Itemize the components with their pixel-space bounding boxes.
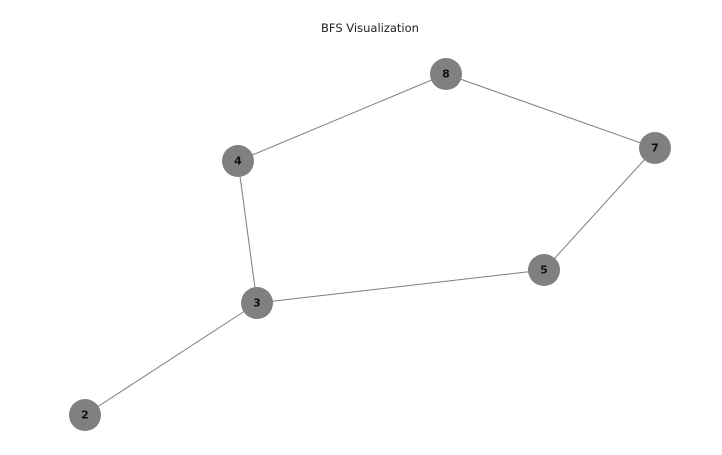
node-5: 5 bbox=[528, 254, 560, 286]
node-4: 4 bbox=[222, 145, 254, 177]
node-label-3: 3 bbox=[253, 297, 261, 310]
node-label-8: 8 bbox=[442, 68, 450, 81]
edge-8-7 bbox=[445, 73, 656, 149]
edge-3-5 bbox=[256, 269, 545, 304]
node-circle-7 bbox=[639, 132, 671, 164]
node-label-4: 4 bbox=[234, 155, 242, 168]
node-circle-3 bbox=[241, 287, 273, 319]
node-label-2: 2 bbox=[81, 409, 89, 422]
node-8: 8 bbox=[430, 58, 462, 90]
node-circle-2 bbox=[69, 399, 101, 431]
node-layer: 8 4 7 5 3 2 bbox=[69, 58, 671, 431]
edge-8-4 bbox=[237, 73, 447, 162]
node-label-7: 7 bbox=[651, 142, 659, 155]
node-circle-4 bbox=[222, 145, 254, 177]
edge-layer bbox=[84, 73, 656, 416]
node-3: 3 bbox=[241, 287, 273, 319]
node-7: 7 bbox=[639, 132, 671, 164]
edge-4-3 bbox=[237, 160, 258, 304]
node-circle-8 bbox=[430, 58, 462, 90]
chart-title: BFS Visualization bbox=[321, 21, 419, 35]
node-2: 2 bbox=[69, 399, 101, 431]
edge-3-2 bbox=[84, 302, 258, 416]
node-label-5: 5 bbox=[540, 264, 548, 277]
edge-7-5 bbox=[543, 147, 656, 271]
node-circle-5 bbox=[528, 254, 560, 286]
